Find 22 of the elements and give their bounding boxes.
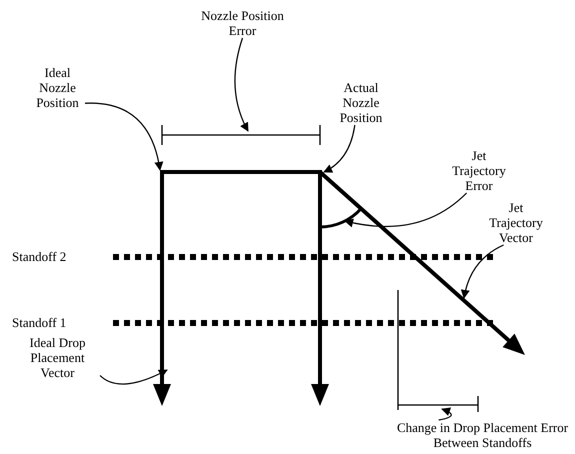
- callout-label: Actual Nozzle Position: [330, 80, 392, 125]
- dimension-line: [161, 125, 321, 145]
- vector-arrow: [311, 170, 329, 406]
- leader-line: [438, 408, 452, 421]
- leader-line: [461, 244, 504, 299]
- dimension-line: [397, 290, 479, 412]
- callout-label: Jet Trajectory Vector: [485, 200, 547, 245]
- leader-line: [85, 102, 163, 171]
- nozzle-offset-line: [164, 170, 318, 174]
- callout-label: Ideal Nozzle Position: [30, 65, 85, 110]
- callout-label: Ideal Drop Placement Vector: [15, 335, 100, 380]
- leader-line: [234, 38, 249, 132]
- vector-arrow: [153, 170, 171, 406]
- leader-line: [344, 192, 467, 228]
- standoff-label: Standoff 1: [12, 315, 66, 330]
- callout-label: Nozzle Position Error: [200, 8, 285, 38]
- angle-arc: [320, 208, 362, 228]
- callout-label: Change in Drop Placement Error Between Standoffs: [395, 420, 570, 450]
- callout-label: Jet Trajectory Error: [448, 148, 510, 193]
- leader-line: [100, 369, 168, 385]
- leader-line: [323, 124, 356, 173]
- standoff-label: Standoff 2: [12, 249, 66, 264]
